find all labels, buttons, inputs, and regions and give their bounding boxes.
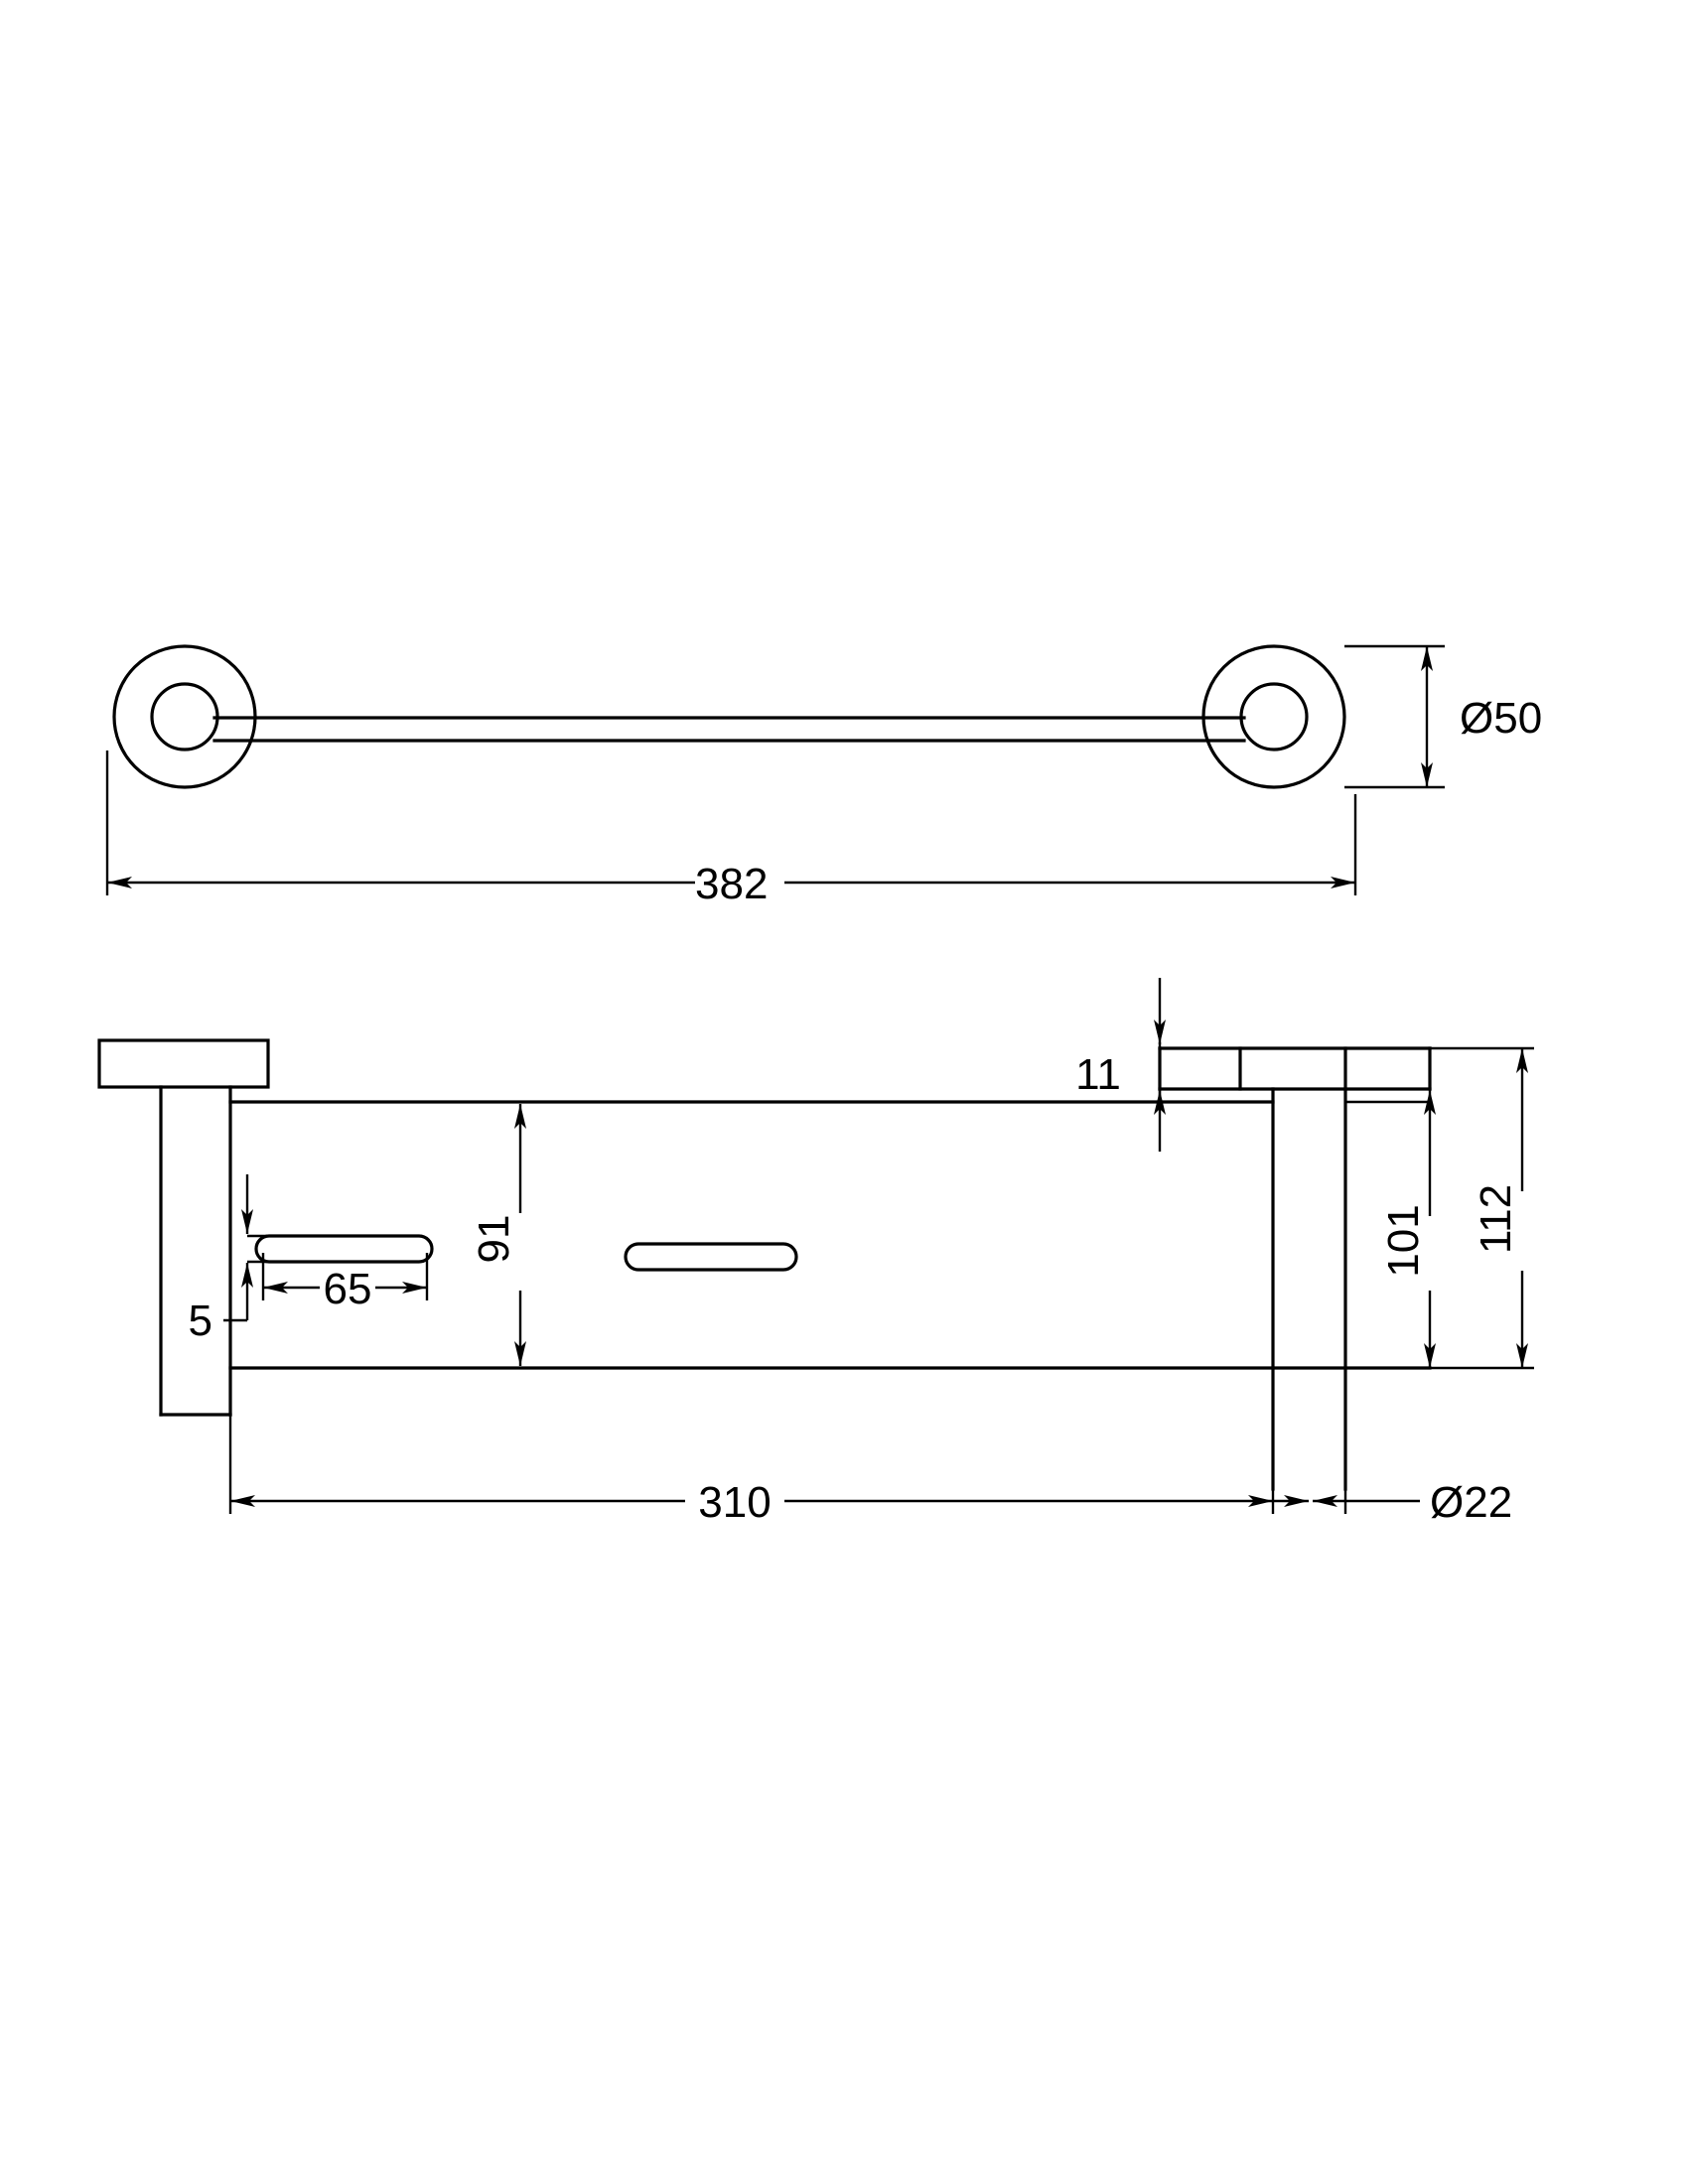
dim-label-11: 11 — [1075, 1050, 1121, 1099]
dim-label-dia50: Ø50 — [1460, 694, 1542, 743]
dim-label-91: 91 — [470, 1215, 518, 1264]
top-view-group: Ø50 382 — [105, 644, 1542, 908]
dim-label-382: 382 — [695, 860, 768, 908]
dim-label-dia22: Ø22 — [1430, 1478, 1512, 1527]
left-flange-inner-circle — [150, 682, 219, 751]
left-wall-plate — [97, 1038, 270, 1089]
right-flange-inner-circle — [1239, 682, 1309, 751]
left-slot — [254, 1234, 434, 1264]
dim-label-5: 5 — [189, 1297, 212, 1345]
dim-label-101: 101 — [1379, 1204, 1428, 1277]
center-slot — [624, 1242, 798, 1272]
dim-label-65: 65 — [324, 1265, 372, 1313]
dim-label-310: 310 — [698, 1478, 771, 1527]
front-view-group: 11 5 65 91 101 112 310 — [97, 978, 1534, 1527]
dim-label-112: 112 — [1472, 1184, 1520, 1254]
